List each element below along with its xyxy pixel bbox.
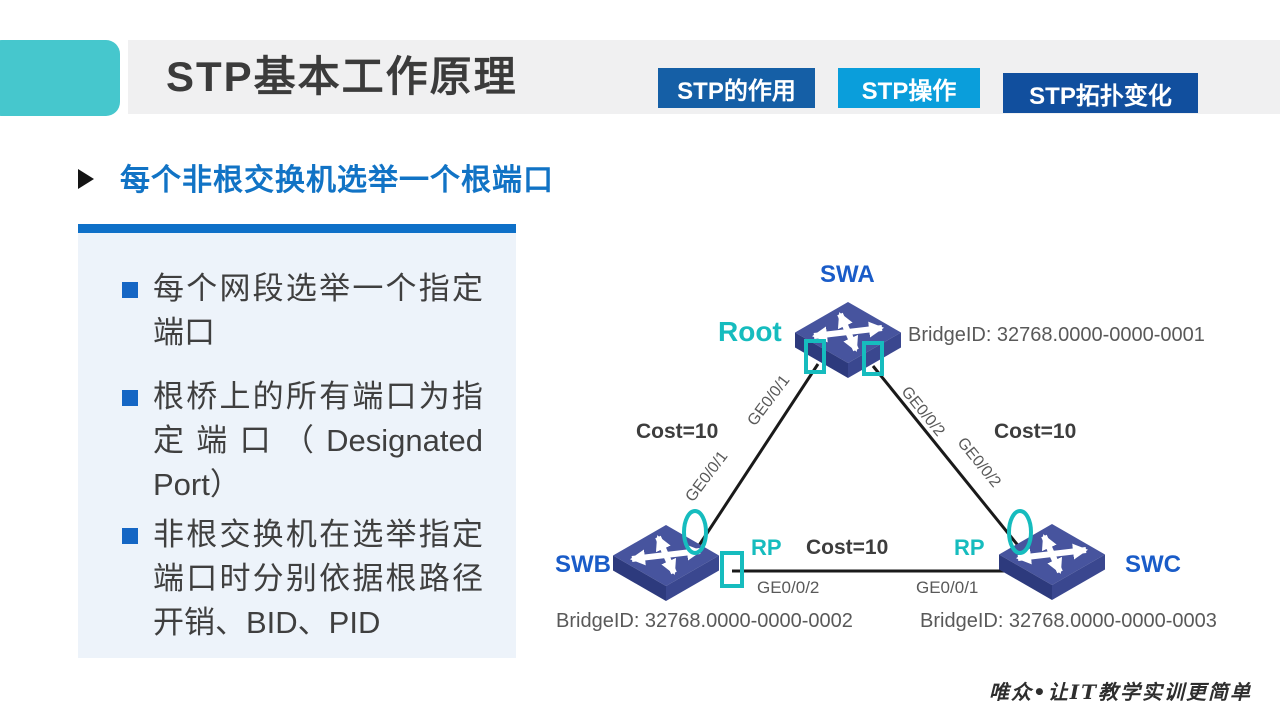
section-heading: 每个非根交换机选举一个根端口 [78,155,554,199]
port-rect-swb [720,551,744,588]
bullet-text: 每个网段选举一个指定端口 [153,271,483,350]
square-bullet-icon [122,528,138,544]
swc-bridge-id: BridgeID: 32768.0000-0000-0003 [920,610,1217,632]
rp-label-swc: RP [954,535,985,560]
rp-label-swb: RP [751,535,782,560]
nav-button-stp-operation[interactable]: STP操作 [838,68,980,108]
page-title: STP基本工作原理 [166,53,518,100]
swb-name-label: SWB [555,551,611,578]
square-bullet-icon [122,390,138,406]
bullet-text: 非根交换机在选举指定端口时分别依据根路径开销、BID、PID [153,517,483,640]
swb-bridge-id: BridgeID: 32768.0000-0000-0002 [556,610,853,632]
panel-top-bar [78,224,516,233]
link-swa-swb [694,363,820,551]
switch-icon-swb [613,525,719,601]
switch-icon-swc [999,524,1105,600]
root-port-circle-swb [682,509,708,555]
cost-label-swa-swb: Cost=10 [636,420,719,443]
bullet-text: 根桥上的所有端口为指定端口（Designated Port） [153,379,483,502]
triangle-bullet-icon [78,168,94,189]
nav-button-stp-role[interactable]: STP的作用 [658,68,815,108]
teal-accent-block [0,40,120,116]
swc-name-label: SWC [1125,551,1181,578]
cost-label-swb-swc: Cost=10 [806,536,889,559]
root-label: Root [718,316,782,347]
port-label-swc-ge001: GE0/0/1 [916,578,979,597]
brand-watermark: 唯众•让IT教学实训更简单 [988,680,1252,704]
bullet-item: 根桥上的所有端口为指定端口（Designated Port） [122,375,483,507]
bullet-item: 每个网段选举一个指定端口 [122,267,483,355]
bullet-item: 非根交换机在选举指定端口时分别依据根路径开销、BID、PID [122,513,483,645]
root-port-circle-swc [1007,509,1033,555]
cost-label-swa-swc: Cost=10 [994,420,1077,443]
bullet-panel: 每个网段选举一个指定端口 根桥上的所有端口为指定端口（Designated Po… [78,233,516,658]
square-bullet-icon [122,282,138,298]
nav-button-stp-topology-change[interactable]: STP拓扑变化 [1003,73,1198,113]
link-swa-swc [871,365,1022,549]
designated-port-rect-swa-right [862,341,884,376]
swa-name-label: SWA [820,261,875,288]
section-heading-text: 每个非根交换机选举一个根端口 [120,164,554,197]
designated-port-rect-swa-left [804,339,826,374]
swa-bridge-id: BridgeID: 32768.0000-0000-0001 [908,324,1205,346]
port-label-swb-ge002: GE0/0/2 [757,578,820,597]
